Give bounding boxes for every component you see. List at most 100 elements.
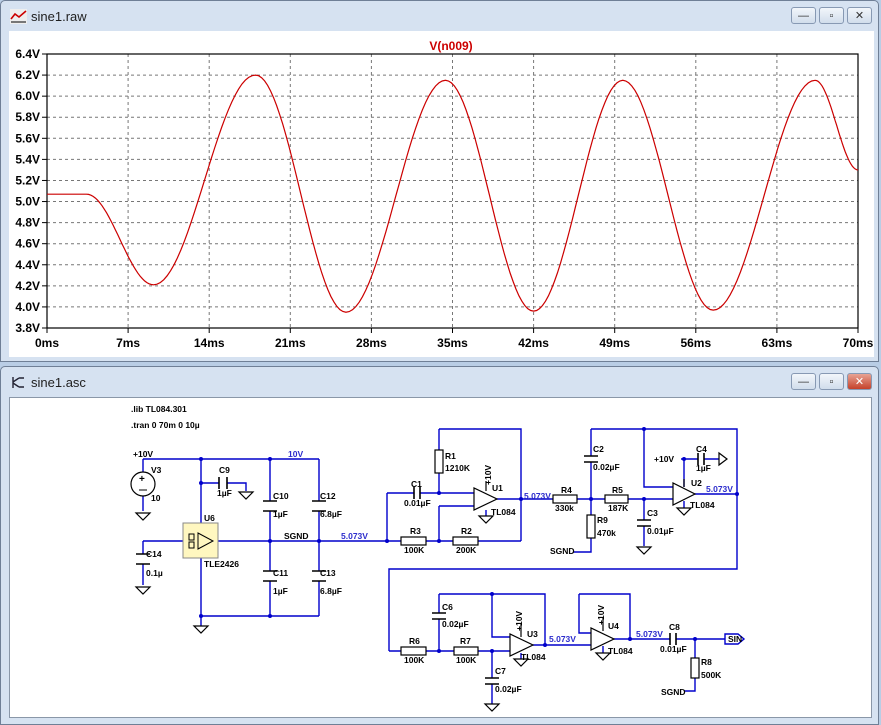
sgnd-label: SGND [284,531,309,541]
v3-value: 10 [151,493,161,503]
vcc-net-label: 10V [288,449,303,459]
schematic-icon [12,377,24,388]
y-tick-label: 4.6V [15,237,40,251]
plot-title-bar[interactable]: sine1.raw — ▫ ✕ [1,1,878,31]
svg-text:5.073V: 5.073V [636,629,663,639]
svg-text:C3: C3 [647,508,658,518]
svg-text:0.01µF: 0.01µF [647,526,674,536]
svg-text:0.1µ: 0.1µ [146,568,163,578]
svg-text:TL084: TL084 [608,646,633,656]
svg-text:1µF: 1µF [273,509,288,519]
y-tick-label: 6.2V [15,68,40,82]
trace-line[interactable] [47,74,859,313]
svg-text:C6: C6 [442,602,453,612]
svg-text:1210K: 1210K [445,463,471,473]
u6-tle2426[interactable]: U6 TLE2426 [182,513,239,569]
minimize-button[interactable]: — [791,373,816,390]
svg-text:R6: R6 [409,636,420,646]
y-tick-label: 5.2V [15,173,40,187]
y-tick-label: 4.2V [15,279,40,293]
svg-text:C9: C9 [219,465,230,475]
svg-text:100K: 100K [404,545,425,555]
lib-directive[interactable]: .lib TL084.301 [131,404,187,414]
svg-text:C10: C10 [273,491,289,501]
y-tick-label: 5.6V [15,131,40,145]
x-tick-label: 14ms [194,336,225,350]
svg-text:C8: C8 [669,622,680,632]
u6-name: U6 [204,513,215,523]
junction-dots [199,427,739,653]
svg-text:TL084: TL084 [491,507,516,517]
svg-text:SGND: SGND [550,546,575,556]
svg-text:5.073V: 5.073V [706,484,733,494]
x-tick-label: 70ms [843,336,874,350]
svg-text:330k: 330k [555,503,574,513]
svg-text:100K: 100K [404,655,425,665]
sin-port-flag[interactable] [724,633,746,645]
svg-text:500K: 500K [701,670,722,680]
svg-text:C13: C13 [320,568,336,578]
svg-text:R5: R5 [612,485,623,495]
svg-text:U2: U2 [691,478,702,488]
resistor-bodies [400,449,700,679]
svg-text:C14: C14 [146,549,162,559]
ground-icon [134,451,728,712]
svg-text:C12: C12 [320,491,336,501]
svg-text:C7: C7 [495,666,506,676]
y-tick-label: 3.8V [15,321,40,335]
u6-value: TLE2426 [204,559,239,569]
svg-text:+10V: +10V [514,611,524,631]
vcc-label: +10V [133,449,153,459]
y-tick-label: 6.4V [15,47,40,61]
svg-text:0.02µF: 0.02µF [495,684,522,694]
svg-text:1µF: 1µF [273,586,288,596]
close-button[interactable]: ✕ [847,373,872,390]
x-tick-label: 63ms [762,336,793,350]
svg-text:R8: R8 [701,657,712,667]
svg-text:100K: 100K [456,655,477,665]
y-tick-label: 5.0V [15,195,40,209]
opamp-symbols [473,479,697,657]
schematic-canvas[interactable]: .lib TL084.301 .tran 0 70m 0 10µ + V3 10… [9,397,872,718]
svg-text:C2: C2 [593,444,604,454]
x-tick-label: 7ms [116,336,140,350]
plot-window-title: sine1.raw [31,9,87,24]
svg-text:5.073V: 5.073V [524,491,551,501]
svg-text:R1: R1 [445,451,456,461]
sgnd-voltage[interactable]: 5.073V [341,531,368,541]
svg-text:0.01µF: 0.01µF [660,644,687,654]
svg-text:+: + [139,474,145,485]
svg-text:R3: R3 [410,526,421,536]
v3-name: V3 [151,465,162,475]
maximize-button[interactable]: ▫ [819,373,844,390]
voltage-source-v3[interactable]: + V3 10 [130,465,162,503]
close-button[interactable]: ✕ [847,7,872,24]
capacitor-plates [136,453,705,685]
waveform-chart[interactable]: V(n009) 6.4V6.2V6.0V5.8V5.6V5.4V5.2V5.0V… [1,1,873,350]
trace-title[interactable]: V(n009) [429,39,472,53]
tran-directive[interactable]: .tran 0 70m 0 10µ [131,420,200,430]
svg-text:1µF: 1µF [217,488,232,498]
svg-text:1µF: 1µF [696,463,711,473]
svg-text:U1: U1 [492,483,503,493]
svg-text:5.073V: 5.073V [549,634,576,644]
svg-text:SGND: SGND [661,687,686,697]
sin-label: SIN [728,634,742,644]
minimize-button[interactable]: — [791,7,816,24]
svg-text:470k: 470k [597,528,616,538]
svg-text:+10V: +10V [654,454,674,464]
waveform-icon [10,9,27,24]
svg-text:+10V: +10V [483,465,493,485]
x-tick-label: 0ms [35,336,59,350]
maximize-button[interactable]: ▫ [819,7,844,24]
schematic-title-bar[interactable]: sine1.asc — ▫ ✕ [1,367,878,397]
svg-text:+10V: +10V [596,605,606,625]
svg-text:C1: C1 [411,479,422,489]
svg-text:0.02µF: 0.02µF [442,619,469,629]
svg-text:R4: R4 [561,485,572,495]
svg-text:R7: R7 [460,636,471,646]
schematic-drawing[interactable]: .lib TL084.301 .tran 0 70m 0 10µ + V3 10… [1,1,866,712]
